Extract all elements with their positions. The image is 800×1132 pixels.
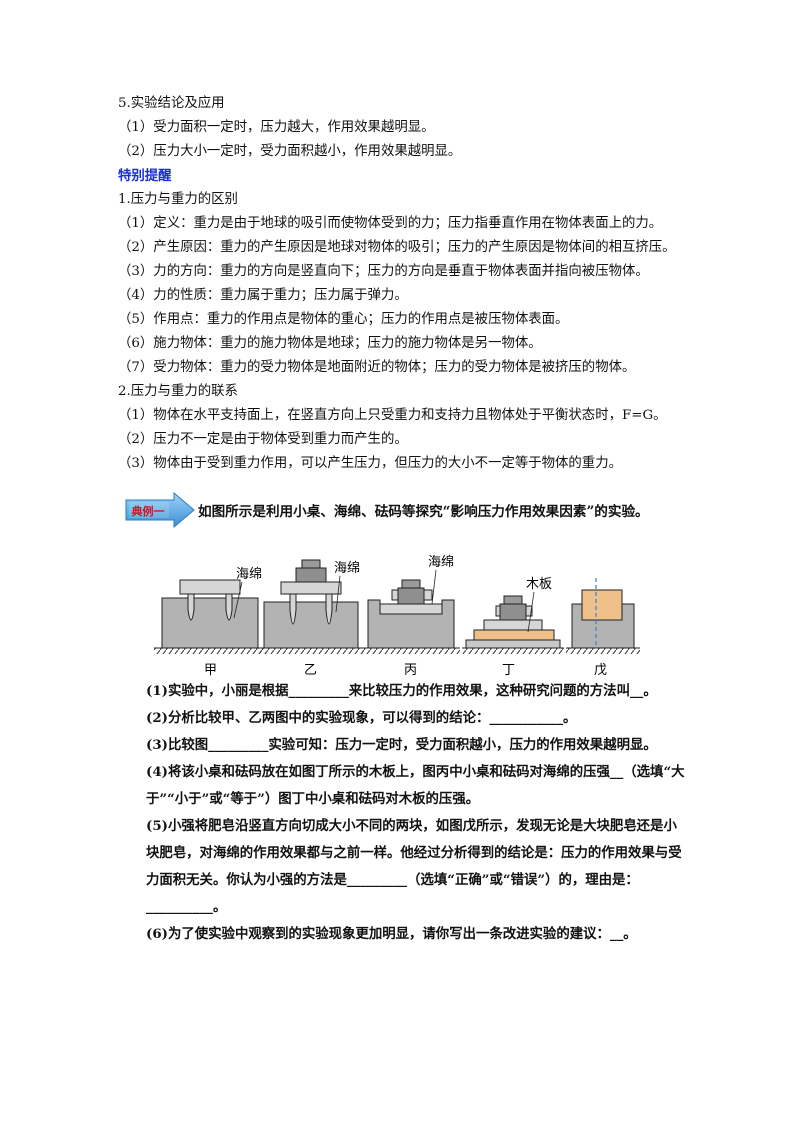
list-item: （1）物体在水平支持面上，在竖直方向上只受重力和支持力且物体处于平衡状态时，F=… [118,408,667,423]
figure-ding: 木板 丁 [462,577,564,678]
figure-label-bing: 丙 [404,663,417,678]
badge-label: 典例一 [132,504,165,518]
list-item: （3）力的方向：重力的方向是竖直向下；压力的方向是垂直于物体表面并指向被压物体。 [118,264,649,279]
figure-bing: 海绵 丙 [362,555,460,678]
figure-label-yi: 乙 [304,663,317,678]
section-title: 5.实验结论及应用 [118,96,225,111]
question-6: (6)为了使实验中观察到的实验现象更加明显，请你写出一条改进实验的建议：__。 [146,926,637,942]
figure-label-wu: 戊 [594,663,607,678]
list-item: （2）产生原因：重力的产生原因是地球对物体的吸引；压力的产生原因是物体间的相互挤… [118,240,676,255]
example-question: 如图所示是利用小桌、海绵、砝码等探究“影响压力作用效果因素”的实验。 [198,504,649,520]
question-5: (5)小强将肥皂沿竖直方向切成大小不同的两块，如图戊所示，发现无论是大块肥皂还是… [146,818,682,915]
list-item: （5）作用点：重力的作用点是物体的重心；压力的作用点是被压物体表面。 [118,312,569,327]
list-item: （4）力的性质：重力属于重力；压力属于弹力。 [118,288,408,303]
tip-title: 特别提醒 [118,168,172,184]
experiment-figure: 海绵 甲 海绵 乙 [118,538,698,678]
experiment-diagram: 海绵 甲 海绵 乙 [154,555,640,678]
figure-wu: 戊 [566,578,640,678]
list-item: （1）定义：重力是由于地球的吸引而使物体受到的力；压力指垂直作用在物体表面上的力… [118,216,663,231]
section-title: 2.压力与重力的联系 [118,384,238,399]
figure-jia: 海绵 甲 [154,567,266,678]
list-item: （1）受力面积一定时，压力越大，作用效果越明显。 [118,120,435,135]
document-page: 5.实验结论及应用 （1）受力面积一定时，压力越大，作用效果越明显。 （2）压力… [118,92,698,948]
list-item: （2）压力大小一定时，受力面积越小，作用效果越明显。 [118,144,462,159]
question-4: (4)将该小桌和砝码放在如图丁所示的木板上，图丙中小桌和砝码对海绵的压强__（选… [146,764,685,807]
board-label: 木板 [526,577,552,592]
figure-label-ding: 丁 [502,663,515,678]
sponge-label: 海绵 [236,567,262,582]
figure-label-jia: 甲 [204,663,217,678]
section-title: 1.压力与重力的区别 [118,192,238,207]
list-item: （2）压力不一定是由于物体受到重力而产生的。 [118,432,408,447]
example-header: 典例一 如图所示是利用小桌、海绵、砝码等探究“影响压力作用效果因素”的实验。 [118,490,698,530]
sponge-label: 海绵 [334,561,360,576]
question-3: (3)比较图_________实验可知：压力一定时，受力面积越小，压力的作用效果… [146,737,657,753]
list-item: （6）施力物体：重力的施力物体是地球；压力的施力物体是另一物体。 [118,336,542,351]
example-badge: 典例一 [125,492,195,528]
sponge-label: 海绵 [428,555,454,570]
list-item: （3）物体由于受到重力作用，可以产生压力，但压力的大小不一定等于物体的重力。 [118,456,622,471]
question-2: (2)分析比较甲、乙两图中的实验现象，可以得到的结论：___________。 [146,710,577,726]
figure-yi: 海绵 乙 [258,559,364,678]
question-1: (1)实验中，小丽是根据_________来比较压力的作用效果，这种研究问题的方… [146,683,657,699]
question-list: (1)实验中，小丽是根据_________来比较压力的作用效果，这种研究问题的方… [118,678,698,948]
list-item: （7）受力物体：重力的受力物体是地面附近的物体；压力的受力物体是被挤压的物体。 [118,360,636,375]
